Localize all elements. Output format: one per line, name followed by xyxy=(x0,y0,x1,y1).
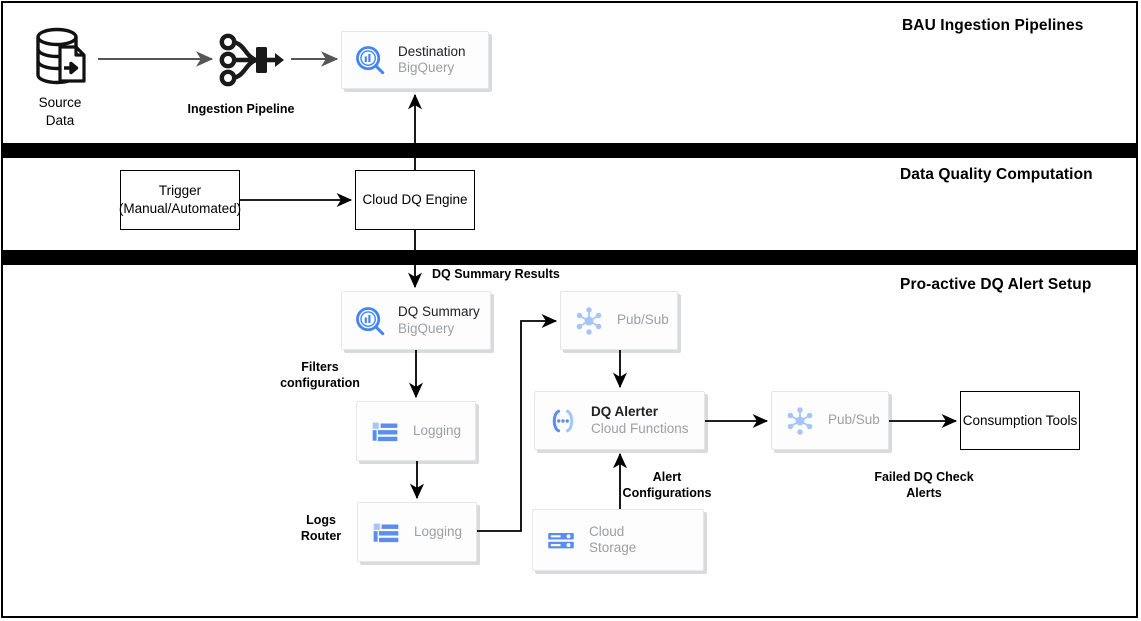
consumption-tools-label: Consumption Tools xyxy=(962,412,1078,428)
node-dq-summary-bigquery[interactable]: DQ Summary BigQuery xyxy=(341,291,491,350)
dq-summary-title: DQ Summary xyxy=(398,304,480,320)
node-logging-router[interactable]: Logging xyxy=(357,502,477,562)
node-consumption-tools[interactable]: Consumption Tools xyxy=(960,391,1080,450)
logging-icon xyxy=(358,517,414,547)
trigger-label: Trigger (Manual/Automated) xyxy=(118,183,242,216)
edge-label-filters-configuration: Filters configuration xyxy=(280,360,360,390)
logging-filters-subtitle: Logging xyxy=(413,422,462,438)
section-title-data-quality-computation: Data Quality Computation xyxy=(900,166,1093,183)
cloud-storage-icon xyxy=(533,525,589,555)
dq-alerter-subtitle: Cloud Functions xyxy=(591,420,689,436)
section-title-pro-active-dq-alert-setup: Pro-active DQ Alert Setup xyxy=(900,276,1092,293)
section-divider-band-2 xyxy=(3,250,1138,265)
source-data-label: Source Data xyxy=(38,95,82,128)
pubsub-top-subtitle: Pub/Sub xyxy=(617,312,669,328)
destination-subtitle: BigQuery xyxy=(398,60,455,75)
section-title-bau-ingestion-pipelines: BAU Ingestion Pipelines xyxy=(902,17,1084,34)
edge-label-alert-configurations: Alert Configurations xyxy=(622,470,712,500)
dq-alerter-title: DQ Alerter xyxy=(591,404,659,420)
node-logging-filters[interactable]: Logging xyxy=(356,401,476,461)
logging-router-subtitle: Logging xyxy=(414,523,463,539)
edge-label-dq-summary-results: DQ Summary Results xyxy=(432,267,560,281)
node-pubsub-top[interactable]: Pub/Sub xyxy=(560,291,678,350)
node-trigger[interactable]: Trigger (Manual/Automated) xyxy=(118,170,242,230)
pubsub-right-subtitle: Pub/Sub xyxy=(828,412,880,428)
dq-summary-subtitle: BigQuery xyxy=(398,320,455,336)
cloud-storage-subtitle: Cloud Storage xyxy=(589,523,637,555)
pipeline-merge-icon xyxy=(215,32,291,88)
logging-icon xyxy=(357,416,413,446)
section-divider-band-1 xyxy=(3,143,1138,158)
destination-title: Destination xyxy=(398,43,466,59)
ingestion-pipeline-label: Ingestion Pipeline xyxy=(187,102,295,116)
pubsub-icon xyxy=(772,405,828,437)
cloud-dq-engine-label: Cloud DQ Engine xyxy=(362,192,468,208)
pubsub-icon xyxy=(561,305,617,337)
cloud-functions-icon xyxy=(535,405,591,437)
node-dq-alerter-cloud-functions[interactable]: DQ Alerter Cloud Functions xyxy=(534,391,705,450)
edge-label-failed-dq-check-alerts: Failed DQ Check Alerts xyxy=(874,470,974,500)
node-pubsub-right[interactable]: Pub/Sub xyxy=(771,391,889,450)
edge-label-logs-router: Logs Router xyxy=(300,513,342,543)
node-cloud-dq-engine[interactable]: Cloud DQ Engine xyxy=(355,170,475,230)
database-document-icon xyxy=(32,25,94,87)
bigquery-icon xyxy=(342,305,398,337)
bigquery-icon xyxy=(342,44,398,76)
node-cloud-storage[interactable]: Cloud Storage xyxy=(532,509,704,571)
node-destination-bigquery[interactable]: Destination BigQuery xyxy=(341,31,489,89)
